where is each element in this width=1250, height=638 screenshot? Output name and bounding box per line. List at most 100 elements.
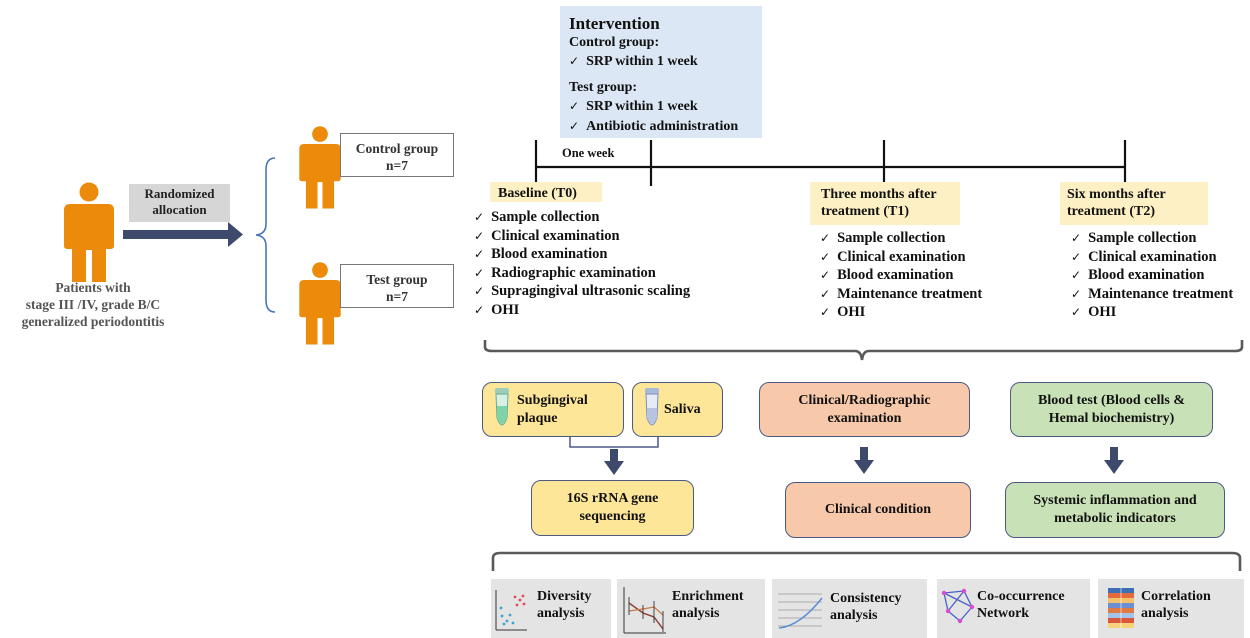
heatmap-icon [1108,588,1134,628]
clinical-condition-label: Clinical condition [824,502,932,517]
timepoint-t1-title-line: treatment (T1) [821,204,909,219]
intervention-title: Intervention [569,14,660,33]
plaque-tube-icon [495,388,509,426]
enrichment-line-2: analysis [672,606,720,621]
timepoint-t0-title-line: Baseline (T0) [498,186,577,201]
timepoint-t1-title: Three months after treatment (T1) [810,182,960,225]
t2-item: Sample collection [1071,229,1233,248]
intervention-box: Intervention Control group: SRP within 1… [560,6,762,138]
randomized-allocation-label: Randomized allocation [129,184,230,222]
patients-line-1: Patients with [55,280,131,295]
blood-test-box: Blood test (Blood cells & Hemal biochemi… [1010,382,1213,437]
t0-item: Radiographic examination [474,264,690,283]
control-group-name: Control group [355,141,439,156]
timepoint-t2-title-line: Six months after [1067,187,1166,202]
saliva-label: Saliva [664,401,701,417]
diversity-analysis-tile: Diversity analysis [491,579,611,638]
systemic-line-2: metabolic indicators [1054,511,1176,526]
consistency-analysis-tile: Consistency analysis [772,579,927,638]
correlation-line-2: analysis [1141,606,1189,621]
randomized-line-2: allocation [152,202,207,217]
t2-item: Maintenance treatment [1071,285,1233,304]
plaque-line-1: Subgingival [517,392,588,408]
timepoint-t2-title: Six months after treatment (T2) [1060,182,1208,225]
arrow-down-clinical [854,447,874,474]
sequencing-line-1: 16S rRNA gene [566,491,659,506]
t0-item: Blood examination [474,245,690,264]
error-bar-line-icon [623,587,666,634]
clinical-line-1: Clinical/Radiographic [798,392,931,408]
control-group-box: Control group n=7 [340,133,454,177]
t0-item: OHI [474,301,690,320]
arrow-down-sequencing [604,449,624,475]
clinical-condition-box: Clinical condition [785,482,971,538]
intervention-test-item: Antibiotic administration [569,117,738,137]
timepoint-t0-title: Baseline (T0) [490,182,602,202]
co-occurrence-line-1: Co-occurrence [977,589,1065,604]
test-group-name: Test group [366,272,428,287]
t0-item: Sample collection [474,208,690,227]
t2-item: OHI [1071,303,1233,322]
consistency-line-2: analysis [830,608,878,623]
t0-item: Clinical examination [474,227,690,246]
network-icon [941,588,975,624]
systemic-line-1: Systemic inflammation and [1033,493,1197,508]
co-occurrence-network-tile: Co-occurrence Network [937,579,1090,638]
consistency-line-1: Consistency [830,591,902,606]
timepoint-t1-list: Sample collection Clinical examination B… [820,229,982,322]
saliva-box: Saliva [632,382,723,437]
plaque-line-2: plaque [517,410,558,426]
patients-line-3: generalized periodontitis [21,314,165,329]
enrichment-line-1: Enrichment [672,589,744,604]
timepoint-t1-title-line: Three months after [821,187,937,202]
t1-item: Maintenance treatment [820,285,982,304]
one-week-label: One week [562,146,615,160]
timepoint-t2-title-line: treatment (T2) [1067,204,1155,219]
clinical-radiographic-box: Clinical/Radiographic examination [759,382,970,437]
timepoint-t0-list: Sample collection Clinical examination B… [474,208,690,320]
t2-item: Blood examination [1071,266,1233,285]
scatter-icon [495,590,527,631]
test-group-n: n=7 [386,289,408,304]
patients-label: Patients with stage III /IV, grade B/C g… [0,279,186,330]
sequencing-line-2: sequencing [579,509,646,524]
intervention-control-item: SRP within 1 week [569,52,698,72]
t1-item: Blood examination [820,266,982,285]
intervention-control-label: Control group: [569,35,660,50]
timepoint-t2-list: Sample collection Clinical examination B… [1071,229,1233,322]
control-person-icon [299,126,341,209]
analyses-bracket [491,551,1242,571]
test-group-box: Test group n=7 [340,264,454,308]
clinical-line-2: examination [827,410,902,426]
group-brace [255,157,276,313]
patient-person-icon [64,182,114,282]
t2-item: Clinical examination [1071,248,1233,267]
timepoints-bracket [483,340,1244,361]
intervention-control-list: SRP within 1 week [569,52,698,72]
randomized-line-1: Randomized [144,186,215,201]
blood-line-1: Blood test (Blood cells & [1038,392,1185,408]
diversity-line-1: Diversity [537,589,592,604]
test-person-icon [299,262,341,345]
curve-icon [778,593,823,629]
intervention-test-label: Test group: [569,80,638,95]
timeline [534,140,1127,186]
t1-item: Sample collection [820,229,982,248]
saliva-tube-icon [645,388,659,426]
arrow-down-blood [1104,447,1124,474]
samples-connector [569,437,659,448]
co-occurrence-line-2: Network [977,606,1030,621]
enrichment-analysis-tile: Enrichment analysis [617,579,765,638]
intervention-test-list: SRP within 1 week Antibiotic administrat… [569,97,738,136]
correlation-analysis-tile: Correlation analysis [1098,579,1244,638]
control-group-n: n=7 [386,158,408,173]
systemic-box: Systemic inflammation and metabolic indi… [1005,482,1225,538]
patients-line-2: stage III /IV, grade B/C [25,297,161,312]
subgingival-plaque-box: Subgingival plaque [482,382,624,437]
allocation-arrow [123,222,243,247]
t1-item: Clinical examination [820,248,982,267]
t0-item: Supragingival ultrasonic scaling [474,282,690,301]
sequencing-box: 16S rRNA gene sequencing [531,480,694,536]
diversity-line-2: analysis [537,606,585,621]
